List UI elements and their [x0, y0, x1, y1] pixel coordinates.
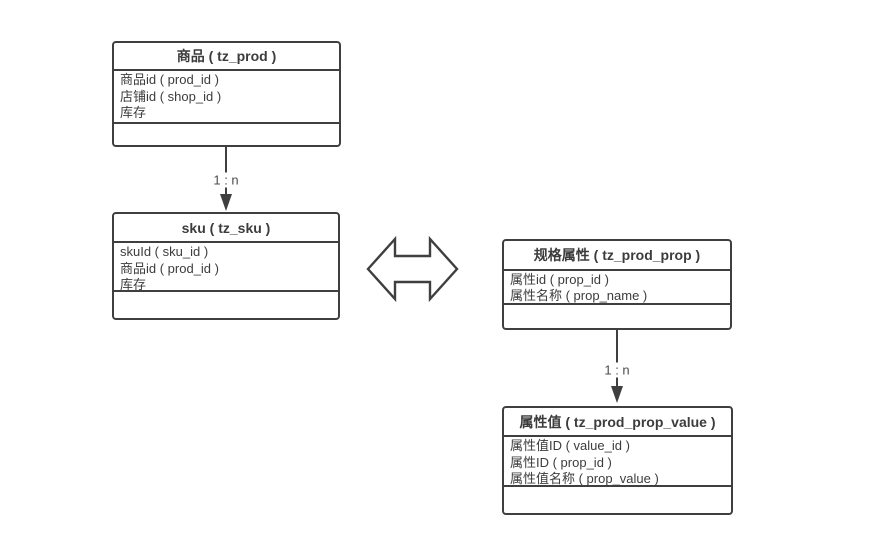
- relation-arrow-prop-value: [611, 330, 623, 403]
- relation-arrow-prod-sku: [220, 147, 232, 211]
- entity-sku-title: sku ( tz_sku ): [114, 214, 338, 243]
- entity-field: 商品id ( prod_id ): [120, 260, 219, 276]
- entity-field: 属性值名称 ( prop_value ): [510, 471, 659, 486]
- entity-field: 属性id ( prop_id ): [510, 272, 609, 287]
- entity-field: 商品id ( prod_id ): [120, 72, 219, 87]
- relation-label-prop-value: 1 : n: [600, 362, 634, 378]
- bidirectional-arrow-icon: [366, 235, 459, 303]
- entity-field: 属性名称 ( prop_name ): [510, 287, 648, 303]
- entity-prod-fields: 商品id ( prod_id ) 店铺id ( shop_id ) 库存: [114, 71, 339, 124]
- entity-field: 库存: [120, 277, 147, 292]
- entity-empty-section: [504, 487, 731, 513]
- entity-prod-prop-value-title: 属性值 ( tz_prod_prop_value ): [504, 408, 731, 437]
- entity-prod: 商品 ( tz_prod ) 商品id ( prod_id ) 店铺id ( s…: [112, 41, 341, 147]
- entity-field: 属性ID ( prop_id ): [510, 454, 612, 470]
- entity-field: 属性值ID ( value_id ): [510, 438, 630, 453]
- entity-prod-title: 商品 ( tz_prod ): [114, 43, 339, 71]
- entity-sku: sku ( tz_sku ) skuId ( sku_id ) 商品id ( p…: [112, 212, 340, 320]
- double-arrow-shape: [366, 235, 459, 303]
- arrowhead-down-icon: [611, 386, 623, 403]
- arrowhead-down-icon: [220, 194, 232, 211]
- entity-prod-prop: 规格属性 ( tz_prod_prop ) 属性id ( prop_id ) 属…: [502, 239, 732, 330]
- entity-prod-prop-fields: 属性id ( prop_id ) 属性名称 ( prop_name ): [504, 271, 730, 305]
- entity-prod-prop-value-fields: 属性值ID ( value_id ) 属性ID ( prop_id ) 属性值名…: [504, 437, 731, 487]
- entity-empty-section: [114, 124, 339, 145]
- entity-field: 库存: [120, 105, 147, 120]
- relation-label-prod-sku: 1 : n: [209, 172, 243, 188]
- entity-field: skuId ( sku_id ): [120, 244, 209, 259]
- entity-empty-section: [114, 292, 338, 318]
- entity-prod-prop-title: 规格属性 ( tz_prod_prop ): [504, 241, 730, 271]
- entity-prod-prop-value: 属性值 ( tz_prod_prop_value ) 属性值ID ( value…: [502, 406, 733, 515]
- entity-field: 店铺id ( shop_id ): [120, 88, 222, 104]
- entity-sku-fields: skuId ( sku_id ) 商品id ( prod_id ) 库存: [114, 243, 338, 292]
- entity-empty-section: [504, 305, 730, 328]
